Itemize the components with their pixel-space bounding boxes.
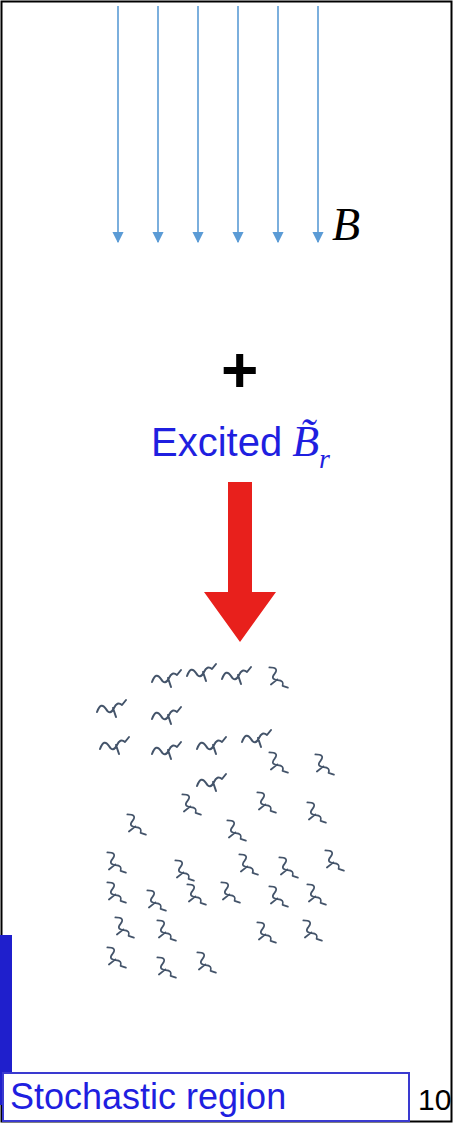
region-label: Stochastic region [10,1077,286,1117]
region-box: Stochastic region [2,1072,410,1122]
perturbation-symbol: B̃ [292,418,319,466]
red-arrow [204,482,276,642]
plus-sign: + [221,335,258,405]
squiggles [97,664,344,983]
page-number: 10 [418,1083,451,1116]
subscript: r [319,444,330,475]
field-lines [118,6,318,242]
excited-label: ExcitedB̃r [151,418,330,466]
field-symbol: B⃗ [332,200,396,251]
excited-word: Excited [151,420,282,464]
